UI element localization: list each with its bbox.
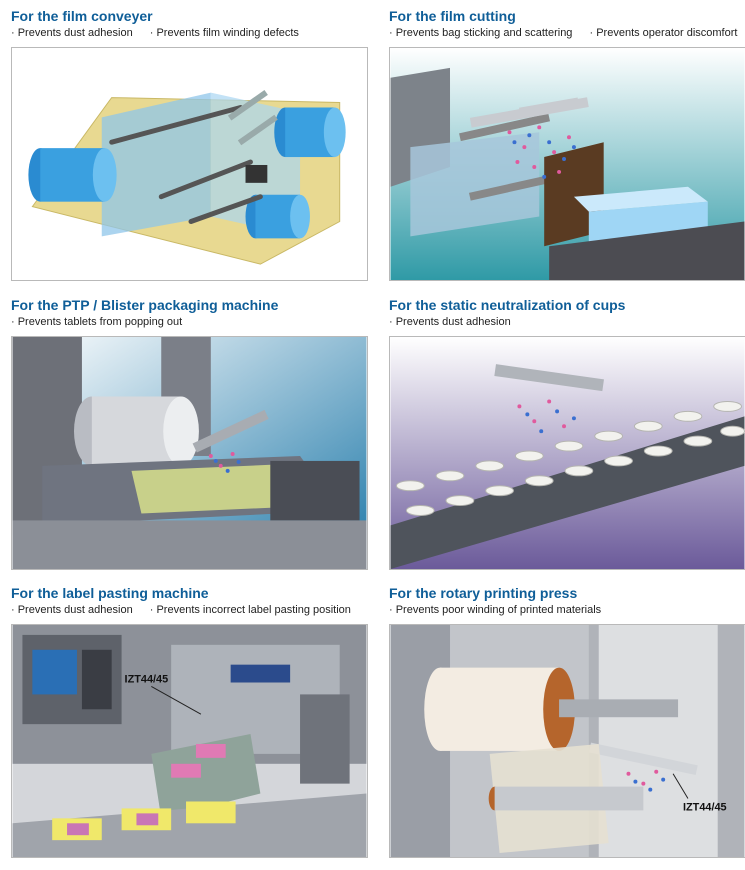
panel-cups: For the static neutralization of cups · … (389, 297, 745, 570)
panel-title: For the label pasting machine (11, 585, 209, 601)
label-pasting-illustration: IZT44/45 (11, 624, 368, 858)
panel-title: For the rotary printing press (389, 585, 578, 601)
panel-title: For the film cutting (389, 8, 516, 24)
film-cutting-illustration (389, 47, 745, 281)
panel-bullets: · Prevents tablets from popping out (11, 315, 368, 329)
bullet: · Prevents dust adhesion (11, 604, 133, 616)
film-conveyer-drawing (12, 48, 367, 280)
panel-title: For the static neutralization of cups (389, 297, 626, 313)
cups-drawing (390, 337, 745, 569)
panel-title: For the film conveyer (11, 8, 153, 24)
callout-label: IZT44/45 (125, 674, 169, 686)
rotary-printing-drawing: IZT44/45 (390, 625, 745, 857)
bullet: · Prevents incorrect label pasting posit… (149, 604, 351, 616)
panel-bullets: · Prevents poor winding of printed mater… (389, 603, 745, 617)
panel-film-cutting: For the film cutting · Prevents bag stic… (389, 8, 745, 281)
ptp-blister-illustration (11, 336, 368, 570)
ptp-blister-drawing (12, 337, 367, 569)
label-pasting-drawing: IZT44/45 (12, 625, 367, 857)
cups-illustration (389, 336, 745, 570)
panel-title: For the PTP / Blister packaging machine (11, 297, 279, 313)
bullet: · Prevents dust adhesion (11, 27, 133, 39)
callout-label: IZT44/45 (683, 801, 727, 813)
panel-rotary-printing: For the rotary printing press · Prevents… (389, 585, 745, 858)
bullet: · Prevents poor winding of printed mater… (389, 604, 602, 616)
panel-bullets: · Prevents dust adhesion (389, 315, 745, 329)
bullet: · Prevents bag sticking and scattering (389, 27, 573, 39)
panel-film-conveyer: For the film conveyer · Prevents dust ad… (11, 8, 368, 281)
rotary-printing-illustration: IZT44/45 (389, 624, 745, 858)
bullet: · Prevents tablets from popping out (11, 316, 183, 328)
film-conveyer-illustration (11, 47, 368, 281)
panel-bullets: · Prevents bag sticking and scattering ·… (389, 26, 745, 40)
bullet: · Prevents dust adhesion (389, 316, 511, 328)
panel-bullets: · Prevents dust adhesion · Prevents film… (11, 26, 368, 40)
film-cutting-drawing (390, 48, 745, 280)
panel-label-pasting: For the label pasting machine · Prevents… (11, 585, 368, 858)
panel-ptp-blister: For the PTP / Blister packaging machine … (11, 297, 368, 570)
bullet: · Prevents film winding defects (149, 27, 299, 39)
panel-bullets: · Prevents dust adhesion · Prevents inco… (11, 603, 368, 617)
bullet: · Prevents operator discomfort (589, 27, 738, 39)
